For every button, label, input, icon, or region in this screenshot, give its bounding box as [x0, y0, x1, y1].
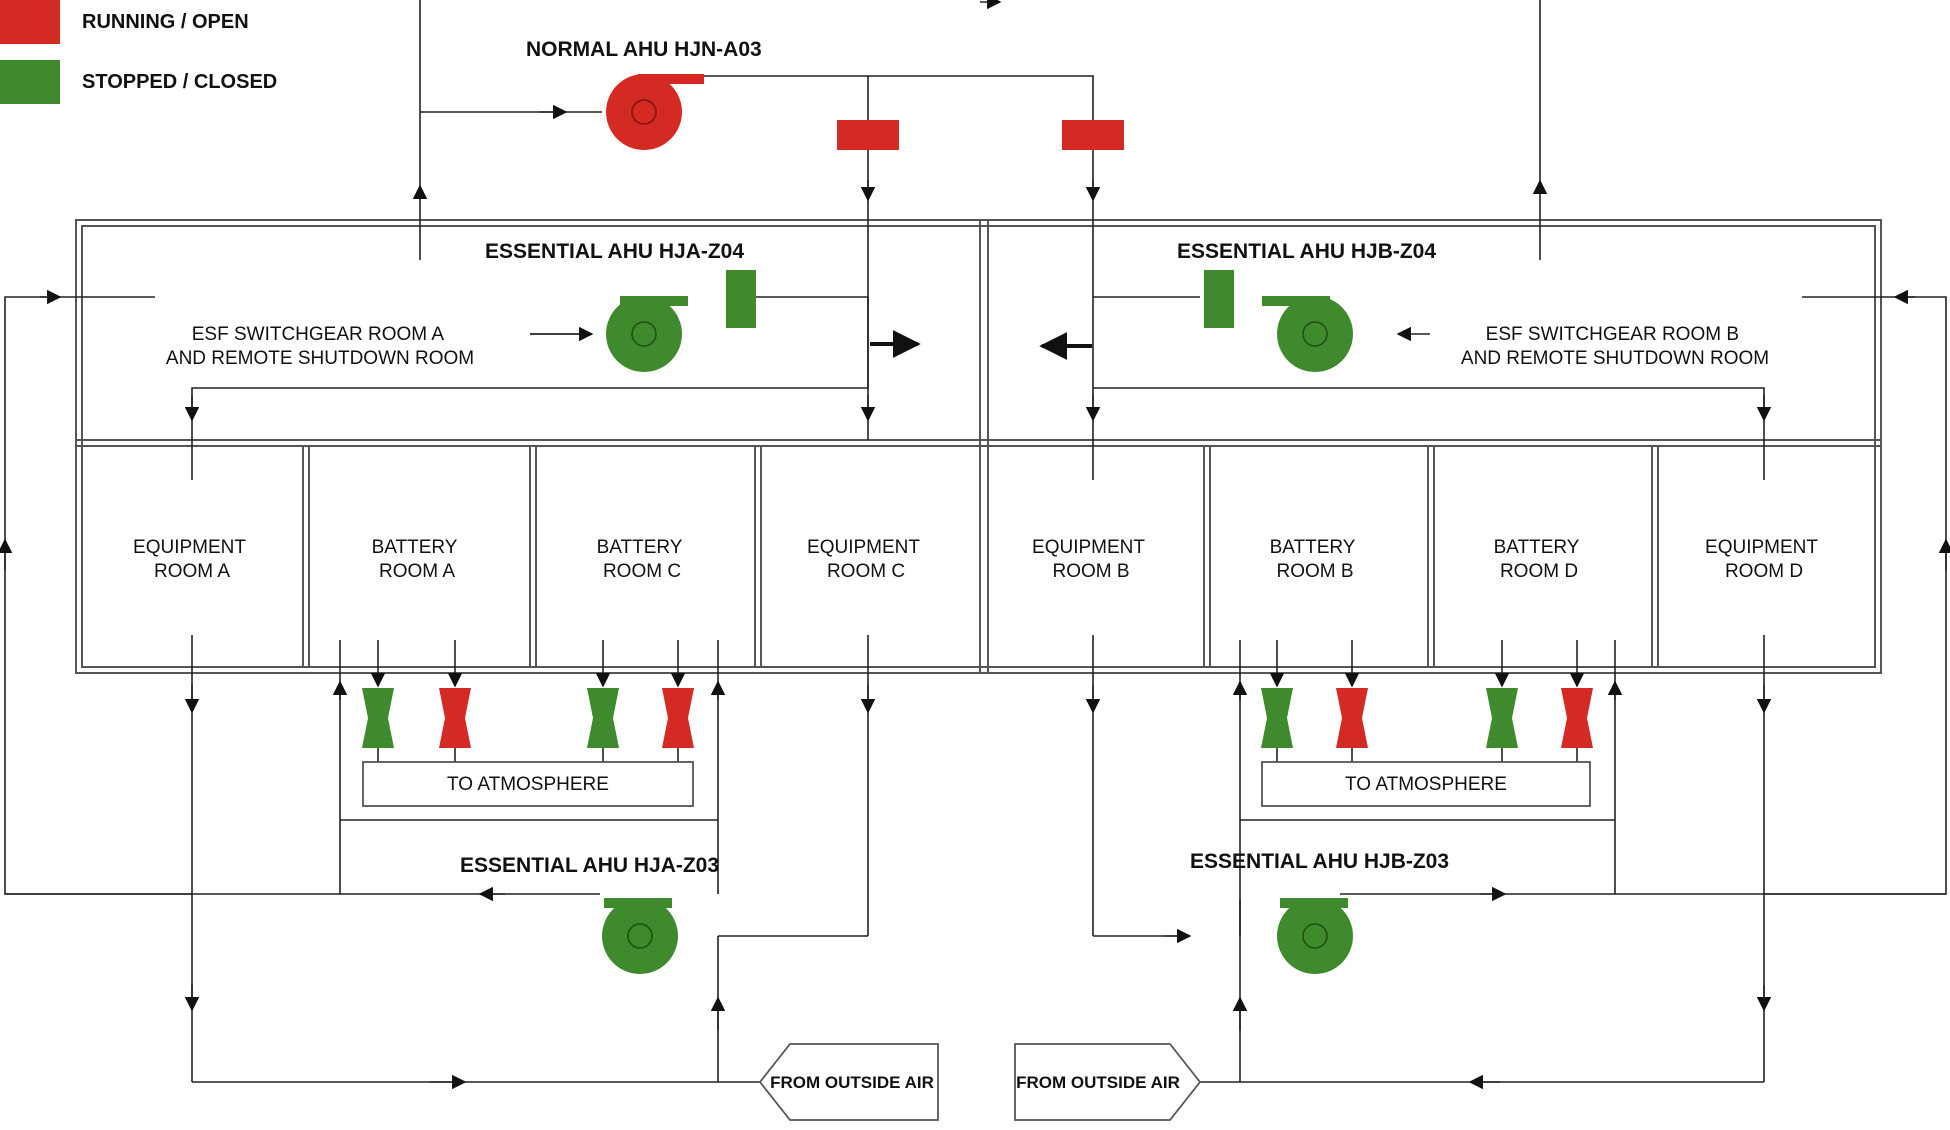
- equipment-room-a-label: EQUIPMENT ROOM A: [133, 537, 251, 582]
- essential-ahu-a-z04-title: ESSENTIAL AHU HJA-Z04: [485, 240, 744, 263]
- exhaust-fan-icon: [1261, 688, 1293, 748]
- legend-running-swatch: [0, 0, 60, 44]
- legend: RUNNING / OPEN STOPPED / CLOSED: [0, 0, 277, 104]
- essential-ahu-a-z03-title: ESSENTIAL AHU HJA-Z03: [460, 854, 719, 877]
- battery-exhaust-fans: [362, 688, 1593, 748]
- exhaust-fan-icon: [1486, 688, 1518, 748]
- outside-air-tag-a: [758, 1043, 939, 1121]
- essential-ahu-a-z04-fan-icon: [606, 296, 688, 372]
- exhaust-fan-icon: [1336, 688, 1368, 748]
- to-atmosphere-label-b: TO ATMOSPHERE: [1345, 774, 1507, 795]
- outside-air-tag-b: [1014, 1043, 1202, 1121]
- exhaust-fan-icon: [362, 688, 394, 748]
- to-atmosphere-box-a: [362, 761, 694, 807]
- equipment-room-d-label: EQUIPMENT ROOM D: [1705, 537, 1823, 582]
- switchgear-room-b-label: ESF SWITCHGEAR ROOM B AND REMOTE SHUTDOW…: [1461, 324, 1769, 369]
- outside-air-label-b: FROM OUTSIDE AIR: [1016, 1073, 1180, 1092]
- building-outline: [75, 219, 1882, 674]
- normal-ahu-title: NORMAL AHU HJN-A03: [526, 38, 762, 61]
- to-atmosphere-label-a: TO ATMOSPHERE: [447, 774, 609, 795]
- essential-ahu-b-z04-title: ESSENTIAL AHU HJB-Z04: [1177, 240, 1436, 263]
- battery-room-a-label: BATTERY ROOM A: [372, 537, 463, 582]
- battery-room-d-label: BATTERY ROOM D: [1494, 537, 1585, 582]
- essential-ahu-b-z04-fan-icon: [1262, 296, 1353, 372]
- essential-ahu-b-z03-title: ESSENTIAL AHU HJB-Z03: [1190, 850, 1449, 873]
- outside-air-label-a: FROM OUTSIDE AIR: [770, 1073, 934, 1092]
- essential-ahu-a-z03-fan-icon: [602, 898, 678, 974]
- legend-stopped-label: STOPPED / CLOSED: [82, 71, 277, 93]
- battery-room-b-label: BATTERY ROOM B: [1270, 537, 1361, 582]
- exhaust-fan-icon: [662, 688, 694, 748]
- damper-normal-right-icon: [1062, 120, 1124, 150]
- exhaust-fan-icon: [587, 688, 619, 748]
- legend-stopped-swatch: [0, 60, 60, 104]
- switchgear-room-a-label: ESF SWITCHGEAR ROOM A AND REMOTE SHUTDOW…: [166, 324, 474, 369]
- equipment-room-c-label: EQUIPMENT ROOM C: [807, 537, 925, 582]
- exhaust-fan-icon: [439, 688, 471, 748]
- normal-ahu-fan-icon: [606, 74, 704, 150]
- damper-b-z04-icon: [1204, 270, 1234, 328]
- battery-room-c-label: BATTERY ROOM C: [597, 537, 688, 582]
- exhaust-fan-icon: [1561, 688, 1593, 748]
- damper-normal-left-icon: [837, 120, 899, 150]
- damper-a-z04-icon: [726, 270, 756, 328]
- duct-network: [0, 0, 1950, 1090]
- equipment-room-b-label: EQUIPMENT ROOM B: [1032, 537, 1150, 582]
- legend-running-label: RUNNING / OPEN: [82, 11, 249, 33]
- essential-ahu-b-z03-fan-icon: [1277, 898, 1353, 974]
- to-atmosphere-box-b: [1261, 761, 1591, 807]
